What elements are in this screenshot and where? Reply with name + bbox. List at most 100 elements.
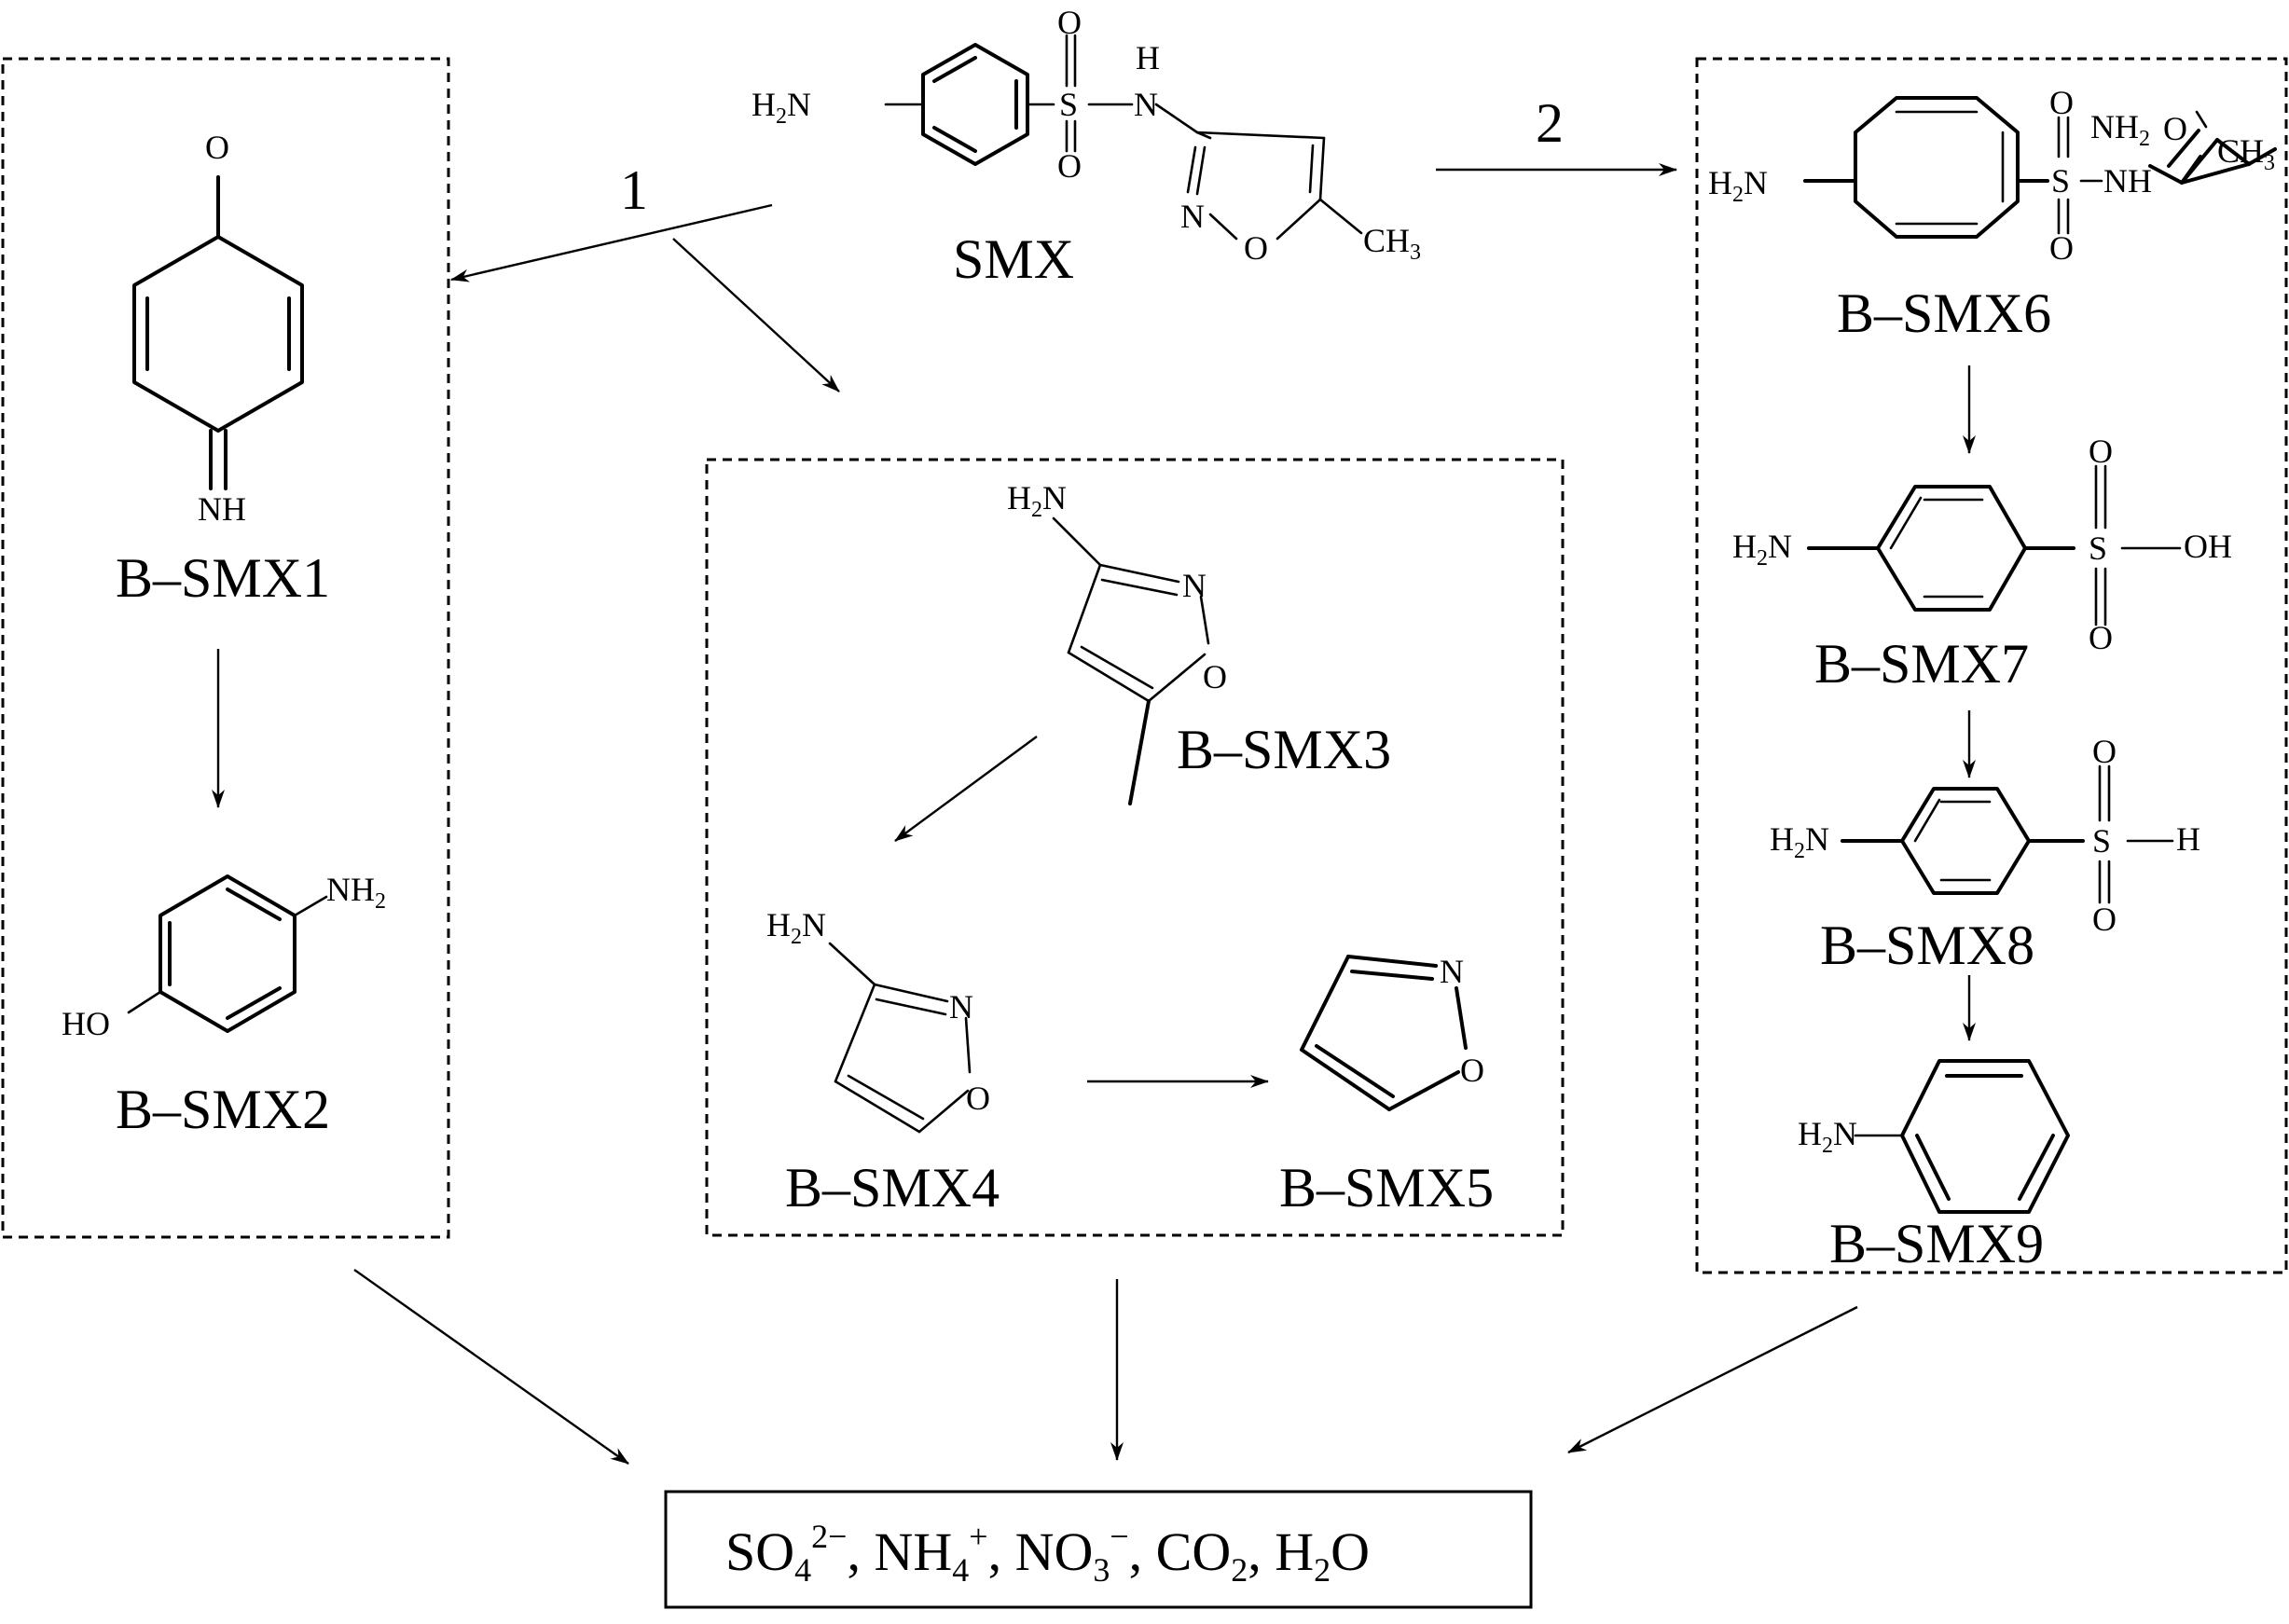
- bond-line: [226, 986, 282, 1020]
- arrow-box3-to-products: [1567, 1305, 1858, 1454]
- atom-h: H: [2176, 820, 2200, 858]
- b-smx1-structure: O NH: [132, 129, 304, 528]
- label-b-smx4: B–SMX4: [785, 1157, 1000, 1218]
- b-smx8-structure: H2N S O O H: [1770, 733, 2200, 938]
- bond-line: [1900, 1059, 2070, 1214]
- bond-line: [1275, 198, 1322, 241]
- pathway-2-number: 2: [1536, 92, 1564, 154]
- label-b-smx8: B–SMX8: [1820, 915, 2034, 976]
- b-smx5-structure: N O: [1300, 953, 1484, 1111]
- bond-line: [1208, 213, 1238, 241]
- bond-line: [1100, 578, 1179, 597]
- bond-line: [834, 983, 876, 1083]
- bond-line: [875, 998, 947, 1016]
- bond-line: [1350, 970, 1434, 981]
- bond-line: [1300, 1048, 1391, 1111]
- b-smx9-structure: H2N: [1798, 1059, 2070, 1214]
- pathway-1a-box: [1, 57, 450, 1239]
- bond-line: [2247, 147, 2277, 166]
- atom-h2n: H2N: [1708, 164, 1768, 207]
- bond-line: [932, 126, 977, 153]
- b-smx2-structure: NH2 HO: [62, 871, 386, 1042]
- bond-line: [1318, 198, 1363, 235]
- atom-o: O: [2163, 110, 2187, 147]
- atom-ho: HO: [62, 1005, 110, 1042]
- bond-line: [1300, 955, 1350, 1052]
- atom-o: O: [1460, 1052, 1484, 1089]
- bond-line: [2195, 110, 2208, 129]
- bond-line: [1308, 144, 1315, 194]
- arrow-smx-to-b1: [450, 203, 773, 282]
- bond-line: [1854, 96, 2020, 239]
- atom-h: H: [1136, 39, 1160, 76]
- bond-line: [1199, 595, 1210, 645]
- atom-n: N: [1182, 567, 1207, 604]
- arrow-b3-to-b4: [894, 736, 1038, 842]
- bond-line: [1154, 103, 1199, 134]
- atom-o: O: [1244, 229, 1268, 267]
- bond-line: [1186, 145, 1197, 194]
- atom-nh: NH: [2103, 162, 2152, 200]
- atom-s: S: [2092, 822, 2111, 860]
- label-smx: SMX: [953, 228, 1074, 290]
- atom-n: N: [1440, 953, 1464, 990]
- bond-line: [1455, 986, 1468, 1050]
- b-smx7-structure: H2N S O O OH: [1732, 433, 2232, 656]
- bond-line: [2148, 164, 2184, 185]
- bond-line: [917, 1089, 970, 1134]
- bond-line: [1876, 485, 2027, 612]
- atom-o: O: [2049, 229, 2074, 267]
- atom-o: O: [1057, 4, 1082, 41]
- mineralization-products: SO42−, NH4+, NO3−, CO2, H2O: [725, 1518, 1370, 1589]
- atom-o: O: [2092, 901, 2117, 938]
- bond-line: [964, 1016, 972, 1074]
- atom-n: N: [1134, 86, 1158, 123]
- bond-line: [2167, 129, 2200, 168]
- atom-oh: OH: [2184, 528, 2232, 565]
- bond-line: [1346, 955, 1438, 968]
- bond-line: [932, 56, 977, 83]
- bond-line: [1128, 699, 1151, 805]
- bond-line: [1318, 136, 1326, 201]
- bond-line: [1387, 1070, 1460, 1111]
- atom-nh2: NH2: [326, 871, 386, 914]
- b-smx6-structure: H2N S O O NH NH2 O CH3: [1708, 84, 2277, 267]
- atom-h2n: H2N: [1732, 528, 1792, 571]
- bond-line: [1889, 496, 1923, 550]
- atom-nh: NH: [198, 490, 246, 528]
- atom-o: O: [2089, 619, 2113, 656]
- label-b-smx7: B–SMX7: [1814, 633, 2029, 695]
- bond-line: [873, 983, 949, 1003]
- b-smx4-structure: H2N N O: [766, 906, 990, 1134]
- atom-s: S: [2051, 162, 2070, 200]
- bond-line: [1067, 563, 1102, 654]
- atom-o: O: [1057, 147, 1082, 185]
- label-b-smx5: B–SMX5: [1279, 1157, 1494, 1218]
- atom-h2n: H2N: [766, 906, 826, 949]
- pathway-1b-box: [705, 458, 1565, 1237]
- label-b-smx3: B–SMX3: [1177, 719, 1391, 780]
- atom-o: O: [2092, 733, 2117, 770]
- label-b-smx9: B–SMX9: [1829, 1213, 2044, 1274]
- bond-line: [1067, 651, 1151, 703]
- atom-o: O: [2049, 84, 2074, 121]
- bond-line: [834, 1080, 921, 1134]
- bond-line: [1098, 563, 1180, 584]
- label-b-smx1: B–SMX1: [116, 547, 330, 609]
- atom-h2n: H2N: [1770, 820, 1829, 863]
- bond-line: [1315, 1044, 1395, 1098]
- atom-s: S: [1059, 86, 1078, 123]
- label-b-smx2: B–SMX2: [116, 1079, 330, 1140]
- atom-ch3: CH3: [2217, 132, 2275, 175]
- bond-line: [1147, 653, 1207, 703]
- bond-line: [1195, 145, 1207, 196]
- bond-line: [132, 235, 304, 433]
- bond-line: [127, 990, 162, 1014]
- arrow-smx-to-b3: [672, 238, 840, 392]
- b-smx3-structure: H2N N O: [1007, 479, 1227, 805]
- atom-o: O: [2089, 433, 2113, 470]
- atom-h2n: H2N: [1798, 1115, 1857, 1158]
- bond-line: [1195, 131, 1326, 140]
- atom-o: O: [1203, 658, 1227, 695]
